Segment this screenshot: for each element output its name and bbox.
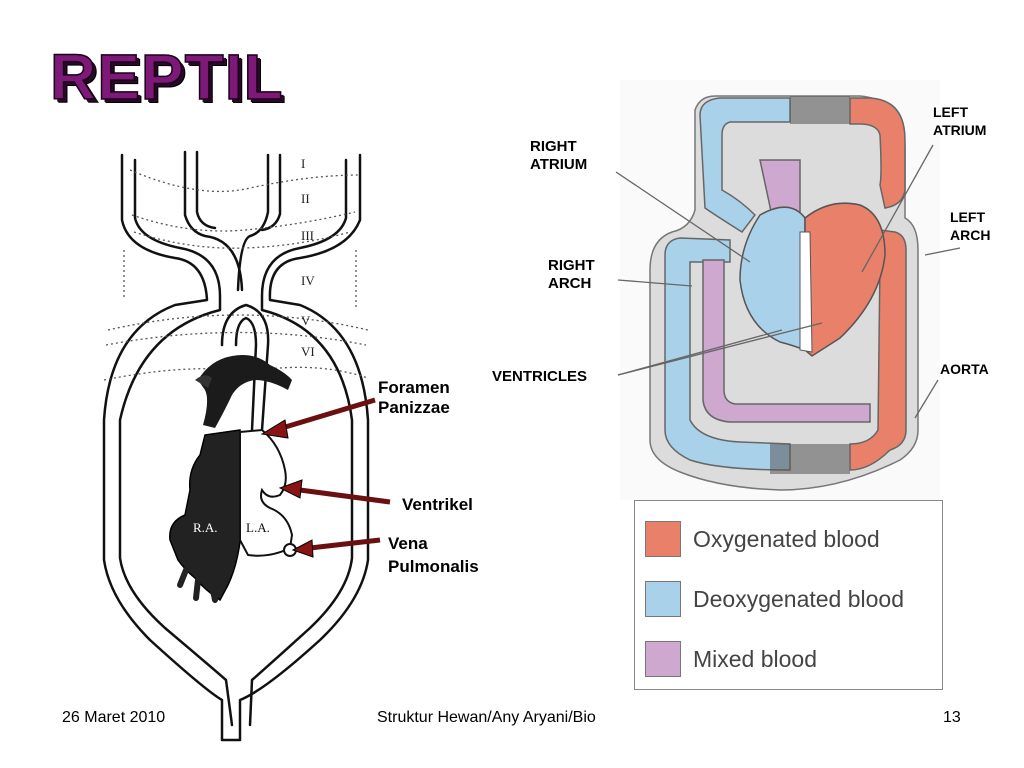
arch-numeral: III bbox=[301, 228, 314, 243]
arch-numeral: VI bbox=[301, 344, 315, 359]
arch-prong bbox=[236, 153, 270, 292]
legend-label: Oxygenated blood bbox=[693, 525, 880, 552]
label-right-atrium-line1: RIGHT bbox=[530, 138, 577, 155]
callout-foramen-line1: Foramen bbox=[378, 378, 450, 397]
callout-vena-line2: Pulmonalis bbox=[388, 557, 479, 576]
arch-numeral: I bbox=[301, 156, 305, 171]
footer-center: Struktur Hewan/Any Aryani/Bio bbox=[377, 709, 596, 726]
legend-label: Mixed blood bbox=[693, 645, 818, 672]
footer-date: 26 Maret 2010 bbox=[62, 709, 166, 726]
legend-swatch bbox=[645, 641, 681, 677]
label-left-arch: LEFT ARCH bbox=[950, 208, 990, 244]
callout-foramen: Foramen Panizzae bbox=[378, 378, 450, 418]
legend-swatch bbox=[645, 521, 681, 557]
legend-item-mixed: Mixed blood bbox=[645, 641, 817, 677]
callout-foramen-line2: Panizzae bbox=[378, 398, 450, 417]
label-right-atrium-line2: ATRIUM bbox=[530, 156, 588, 173]
circulation-diagram bbox=[615, 80, 961, 500]
heart-drawing bbox=[169, 355, 297, 603]
left-atrium-label: L.A. bbox=[246, 520, 270, 535]
label-ventricles: VENTRICLES bbox=[492, 368, 588, 385]
label-left-arch-line1: LEFT bbox=[950, 209, 985, 225]
callout-arrows bbox=[260, 397, 391, 558]
callout-vena-line1: Vena bbox=[388, 534, 428, 553]
arch-prong bbox=[183, 150, 244, 292]
arch-numeral: II bbox=[301, 191, 310, 206]
legend-swatch bbox=[645, 581, 681, 617]
arch-numeral: V bbox=[301, 313, 311, 328]
right-atrium-label: R.A. bbox=[193, 520, 218, 535]
label-left-arch-line2: ARCH bbox=[950, 227, 991, 243]
label-aorta: AORTA bbox=[940, 361, 989, 377]
callout-ventrikel: Ventrikel bbox=[402, 495, 473, 514]
page-title: REPTIL bbox=[49, 40, 284, 114]
arch-prong bbox=[260, 153, 282, 232]
label-right-arch-line1: RIGHT bbox=[548, 257, 595, 274]
footer-page-number: 13 bbox=[943, 709, 961, 726]
callout-vena: Vena Pulmonalis bbox=[388, 532, 479, 578]
label-right-arch-line2: ARCH bbox=[548, 275, 592, 292]
label-right-atrium: RIGHT ATRIUM bbox=[530, 138, 587, 174]
arch-prong bbox=[195, 150, 217, 230]
label-left-atrium: LEFT ATRIUM bbox=[933, 103, 986, 139]
arrow-vena bbox=[309, 537, 381, 551]
arrow-ventrikel bbox=[299, 487, 391, 505]
label-left-atrium-line2: ATRIUM bbox=[933, 122, 987, 138]
label-right-arch: RIGHT ARCH bbox=[548, 257, 595, 293]
body-outline bbox=[102, 153, 370, 742]
arrow-foramen bbox=[281, 397, 376, 431]
legend-item-oxygenated: Oxygenated blood bbox=[645, 521, 880, 557]
legend: Oxygenated blood Deoxygenated blood Mixe… bbox=[634, 500, 943, 690]
legend-label: Deoxygenated blood bbox=[693, 585, 904, 612]
label-left-atrium-line1: LEFT bbox=[933, 104, 968, 120]
arch-numeral: IV bbox=[301, 273, 315, 288]
legend-item-deoxygenated: Deoxygenated blood bbox=[645, 581, 904, 617]
body-inner-outline bbox=[118, 158, 354, 727]
